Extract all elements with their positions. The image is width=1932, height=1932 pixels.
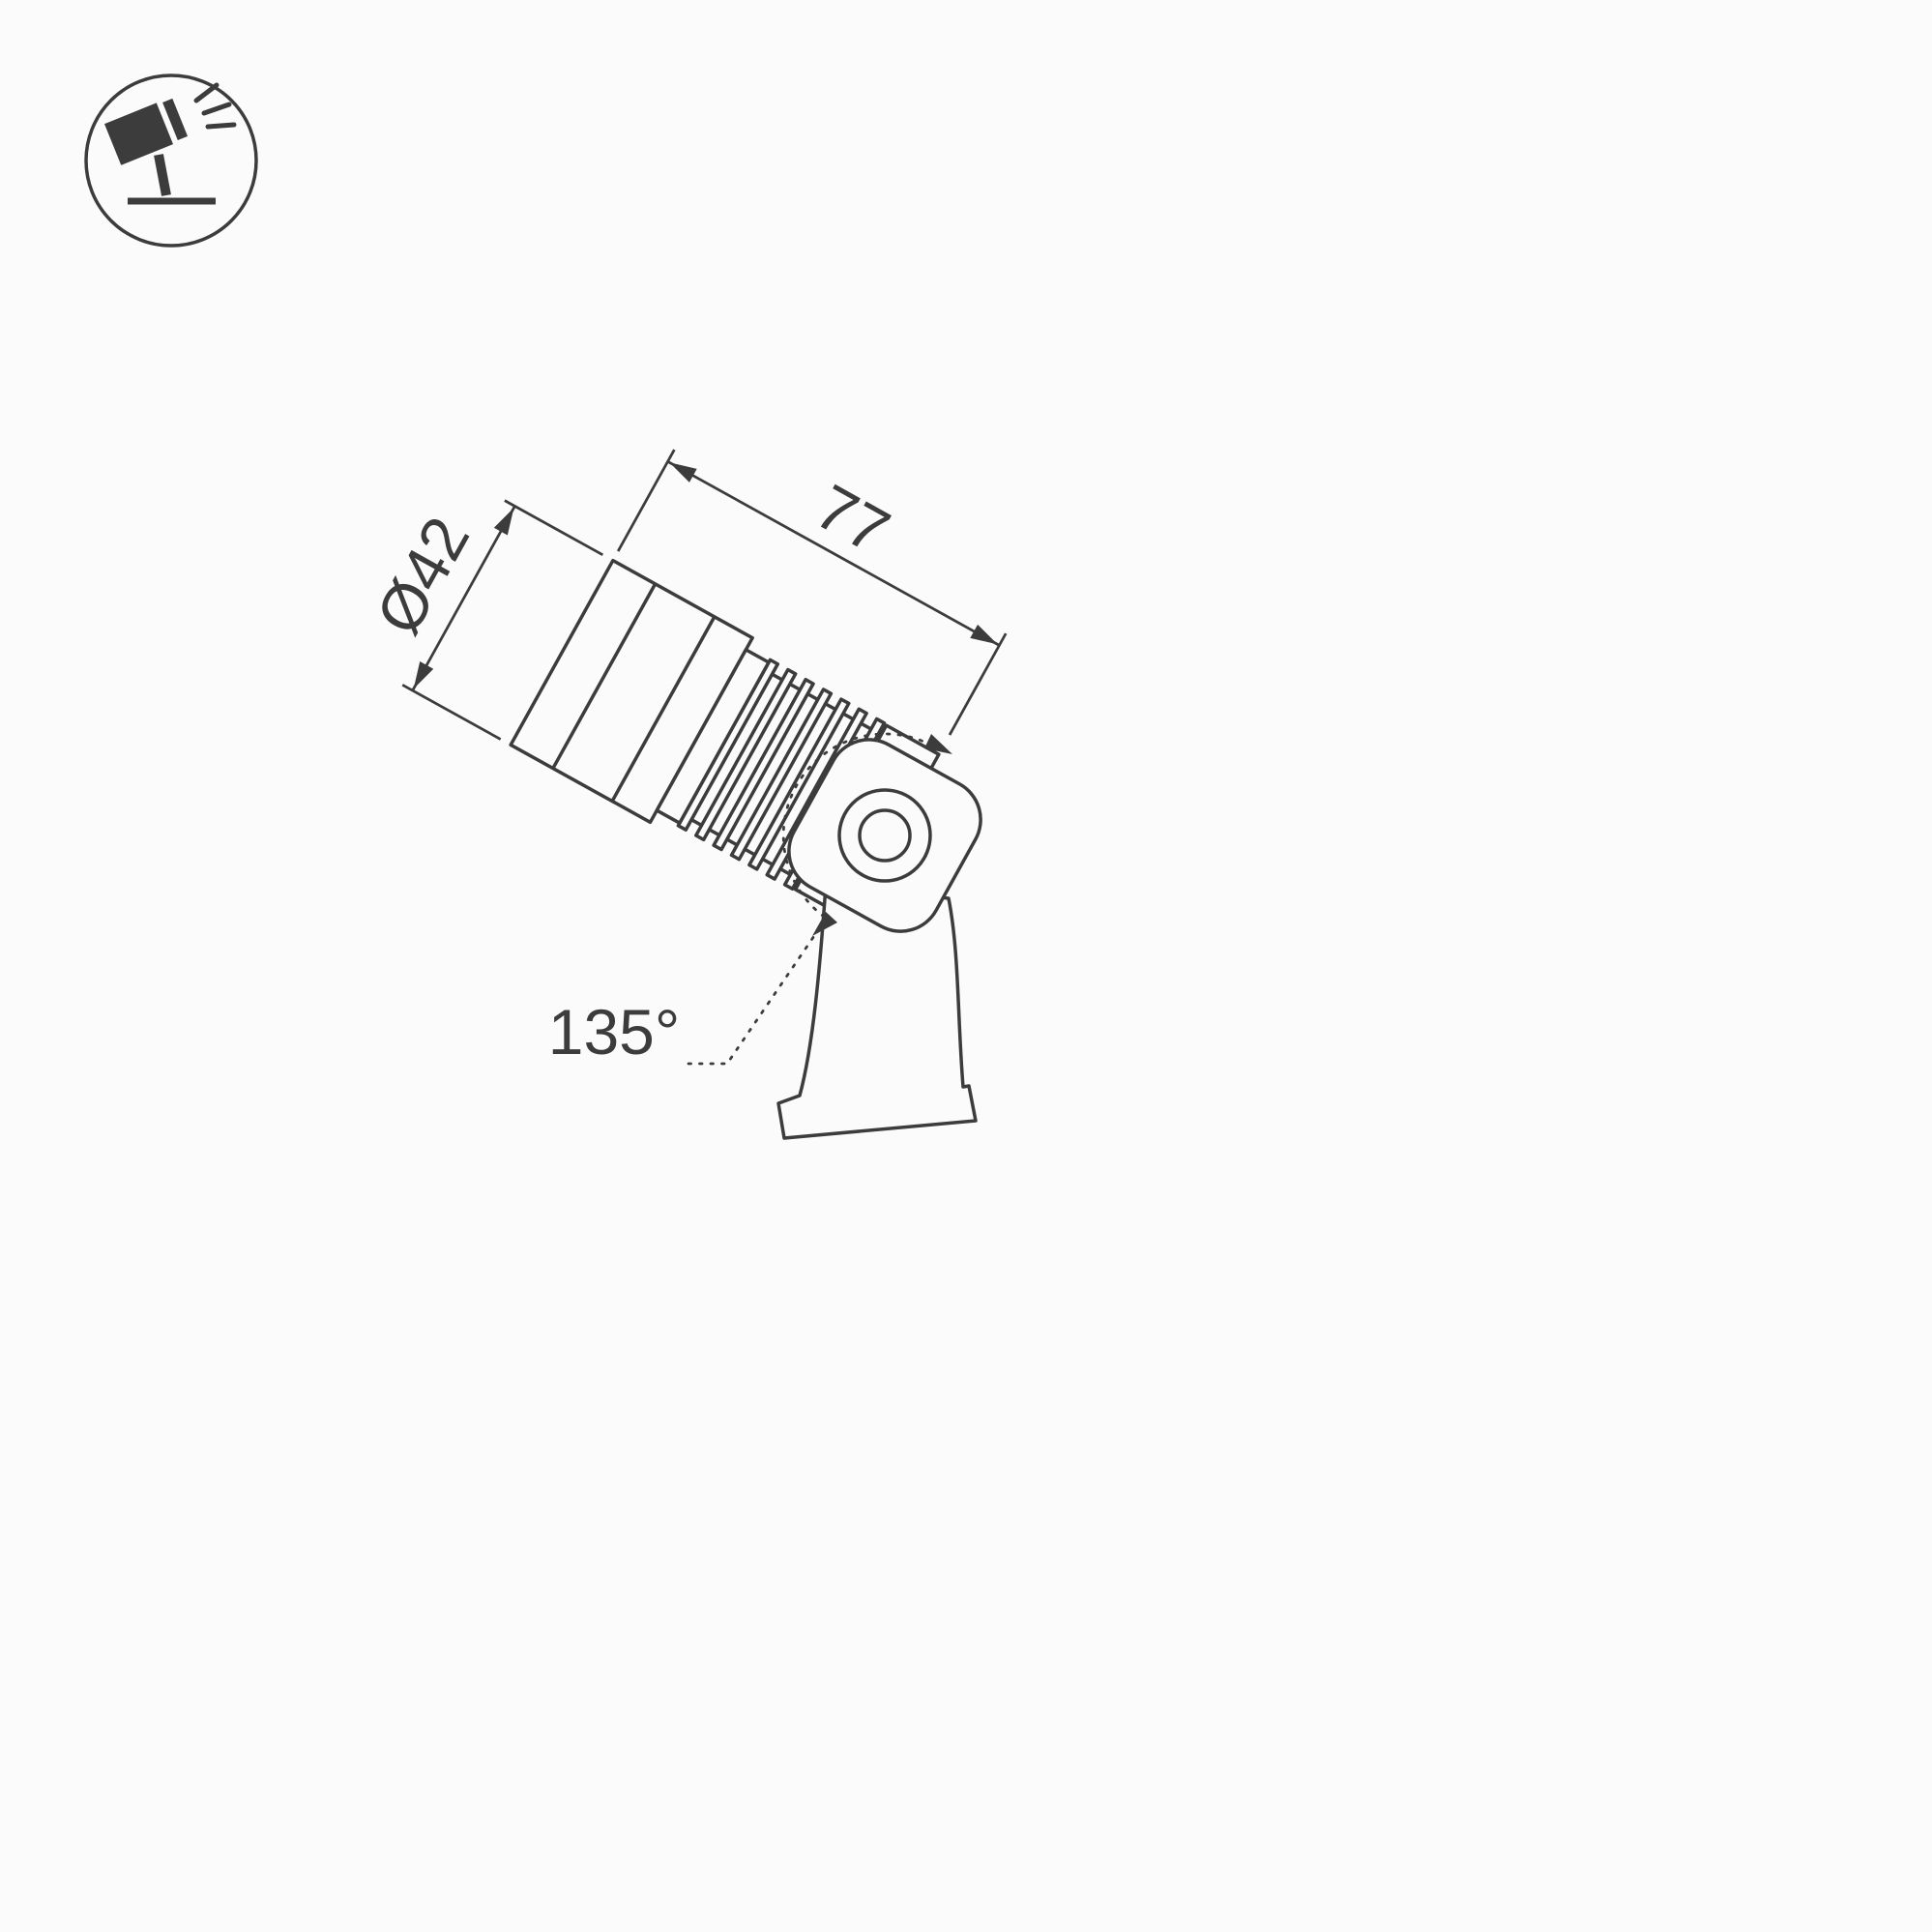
- icon-lamp-head: [104, 98, 189, 165]
- dimension-angle: 135°: [548, 732, 952, 1068]
- rotation-arc: [781, 732, 934, 921]
- dimension-diameter-label: Ø42: [362, 506, 483, 646]
- rotation-arrow-lower: [812, 912, 837, 936]
- bezel-ring-line: [610, 615, 717, 803]
- dimension-angle-label: 135°: [548, 996, 681, 1068]
- spotlight-fixture-icon: [84, 73, 258, 248]
- rotation-arrow-upper: [924, 734, 952, 754]
- dimension-length-label: 77: [805, 470, 901, 567]
- front-shoulder: [655, 648, 771, 825]
- pivot-pin: [858, 808, 912, 863]
- icon-light-rays: [193, 82, 237, 130]
- bezel-ring-line: [551, 583, 658, 770]
- lamp-body: 77 Ø42: [362, 449, 1008, 927]
- angle-leader-line: [687, 928, 820, 1066]
- icon-stand-stem: [154, 154, 171, 196]
- mount-bracket: [776, 884, 978, 1140]
- icon-circle-border: [84, 73, 258, 248]
